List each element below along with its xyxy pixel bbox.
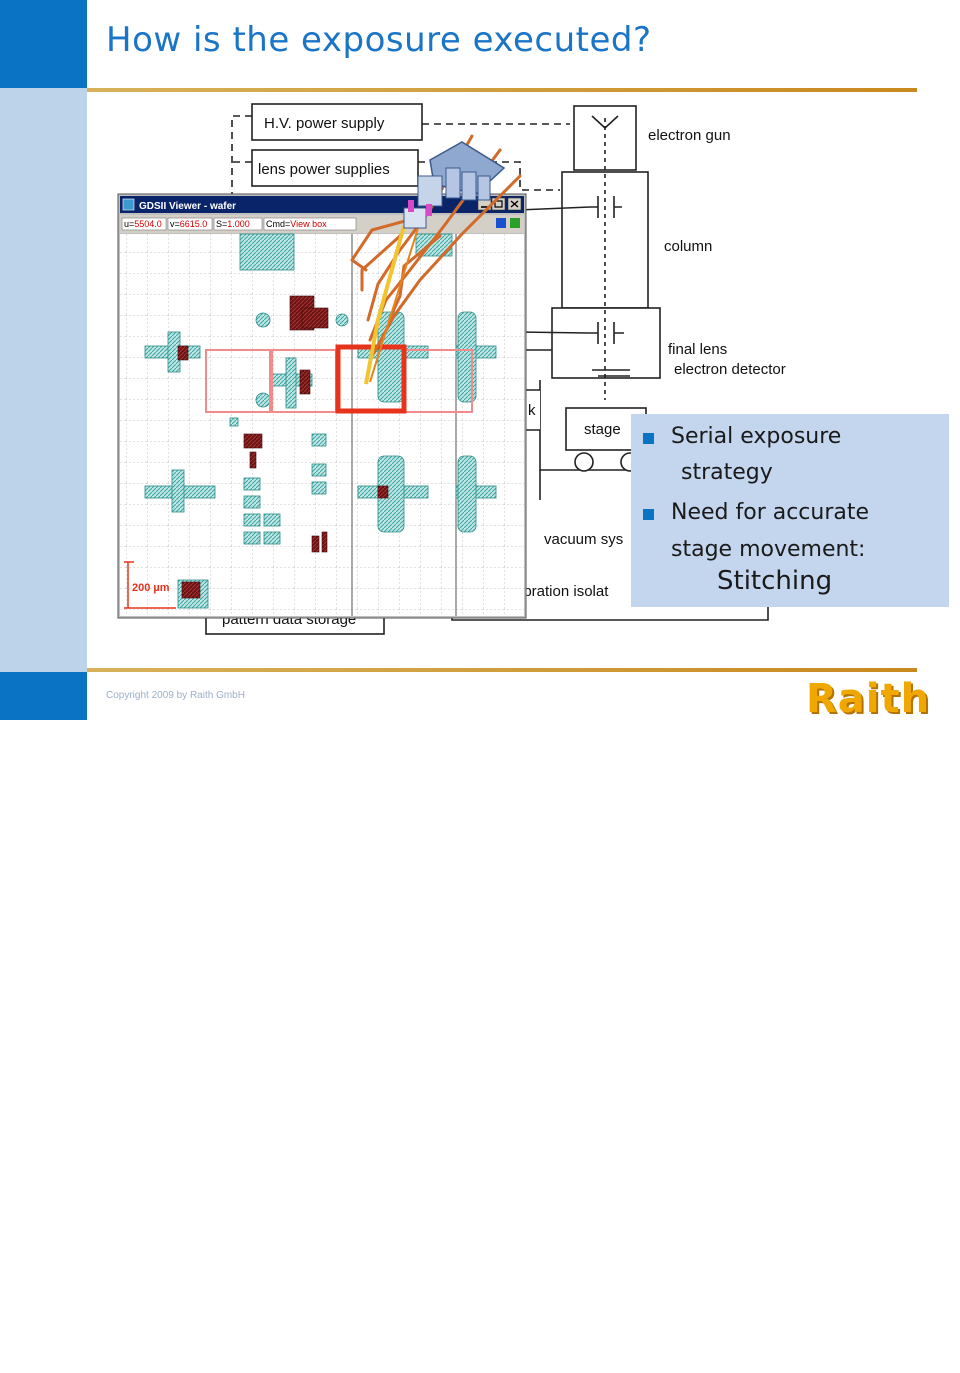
vibration-isolation-label: ibration isolat [520,583,609,600]
bullet-square-icon [643,509,654,520]
hv-power-box [251,103,423,141]
k-fragment-label: k [528,402,536,419]
svg-text:u=5504.0: u=5504.0 [124,219,162,229]
lens-power-box [251,149,419,187]
bullet-square-icon [643,433,654,444]
scale-bar: 200 µm [124,561,176,609]
stage-label: stage [584,421,621,438]
bullet-1-line-2: strategy [681,460,773,485]
bullet-1-line-1: Serial exposure [671,424,842,449]
svg-text:v=6615.0: v=6615.0 [170,219,207,229]
website-url: www.raith.com [6,1362,77,1373]
zoom-icon[interactable] [510,218,520,228]
final-lens-box [551,307,661,379]
svg-text:Cmd=View box: Cmd=View box [266,219,327,229]
bottom-divider [87,668,917,672]
stitching-emphasis: Stitching [717,566,833,596]
vacuum-system-label: vacuum sys [544,531,623,548]
electron-detector-label: electron detector [674,361,786,378]
svg-text:S=1.000: S=1.000 [216,219,250,229]
final-lens-label: final lens [668,341,727,358]
lens-power-label: lens power supplies [258,161,390,178]
top-divider [87,88,917,92]
info-panel: Serial exposure strategy Need for accura… [631,414,949,607]
s-field-label: S= [216,219,227,229]
cmd-field-label: Cmd= [266,219,290,229]
hv-power-label: H.V. power supply [264,115,385,132]
slide-title: How is the exposure executed? [106,20,652,60]
app-icon [122,198,135,211]
scale-bar-label: 200 µm [132,582,170,594]
system-schematic [205,103,769,635]
close-icon[interactable] [507,197,522,211]
u-field-label: u= [124,219,134,229]
gds-window-title: GDSII Viewer - wafer [139,201,236,212]
copyright-notice: Copyright 2009 by Raith GmbH [106,690,245,701]
bullet-2-line-2: stage movement: [671,537,866,562]
scale-value: 1.000 [227,219,250,229]
v-field-label: v= [170,219,180,229]
dark-pattern-structures [177,295,389,599]
left-top-block [0,0,87,88]
gdsii-viewer-window[interactable]: GDSII Viewer - wafer u=5504.0 v=6615.0 S… [117,193,527,619]
raith-logo: Raith [806,676,931,722]
command-value: View box [290,219,327,229]
layer-icon[interactable] [496,218,506,228]
ebl-system-diagram: H.V. power supply lens power supplies el… [117,103,786,635]
bullet-2-line-1: Need for accurate [671,500,870,525]
column-label: column [664,238,712,255]
electron-gun-label: electron gun [648,127,731,144]
beam-illustration [350,134,522,385]
electron-gun-icon [403,141,506,229]
v-coordinate: 6615.0 [180,219,208,229]
left-side-panel [0,0,87,720]
u-coordinate: 5504.0 [134,219,162,229]
